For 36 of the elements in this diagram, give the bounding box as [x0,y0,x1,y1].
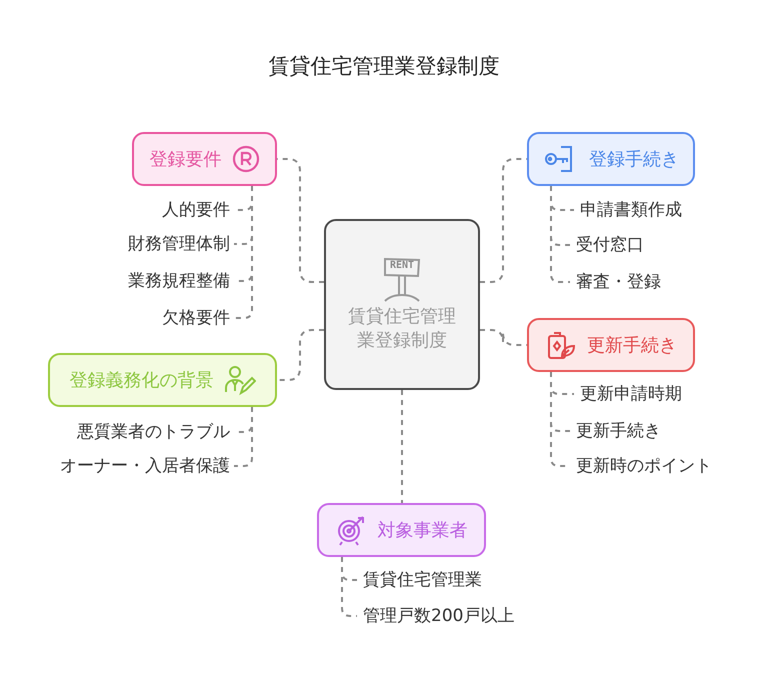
item-text: オーナー・入居者保護 [60,454,234,478]
topic-box [48,353,277,407]
item-text: 受付窓口 [570,233,644,257]
connector [401,390,403,503]
connector [480,158,527,283]
item-text: 更新手続き [570,419,661,443]
topic-box [317,503,486,557]
connector [234,186,253,319]
item-text: 管理戸数200戸以上 [357,604,514,628]
item-text: 悪質業者のトラブル [77,420,234,444]
topic-label: 登録手続き [589,148,679,171]
item-text: 人的要件 [162,198,234,222]
diagram-title: 賃貸住宅管理業登録制度 [268,53,500,80]
item-text: 更新時のポイント [570,454,712,478]
item-text: 業務規程整備 [128,269,234,293]
topic-box [527,318,695,372]
connector [480,329,527,346]
topic-label: 登録義務化の背景 [70,369,214,392]
topic-box [132,132,277,186]
connector [277,329,324,381]
topic-box [527,132,695,186]
item-text: 申請書類作成 [574,198,682,222]
topic-label: 登録要件 [150,148,222,171]
item-text: 賃貸住宅管理業 [357,568,482,592]
connector [550,186,570,283]
sign-text: RENT [388,260,416,272]
connector [277,158,324,283]
item-text: 更新申請時期 [574,382,682,406]
topic-text: 賃貸住宅管理業登録制度 [348,304,456,352]
item-text: 財務管理体制 [128,232,234,256]
connector [234,407,253,467]
topic-label: 対象事業者 [378,519,468,542]
item-text: 審査・登録 [570,270,661,294]
central-topic-box [324,219,480,390]
topic-label: 更新手続き [587,334,677,357]
item-text: 欠格要件 [162,306,234,330]
